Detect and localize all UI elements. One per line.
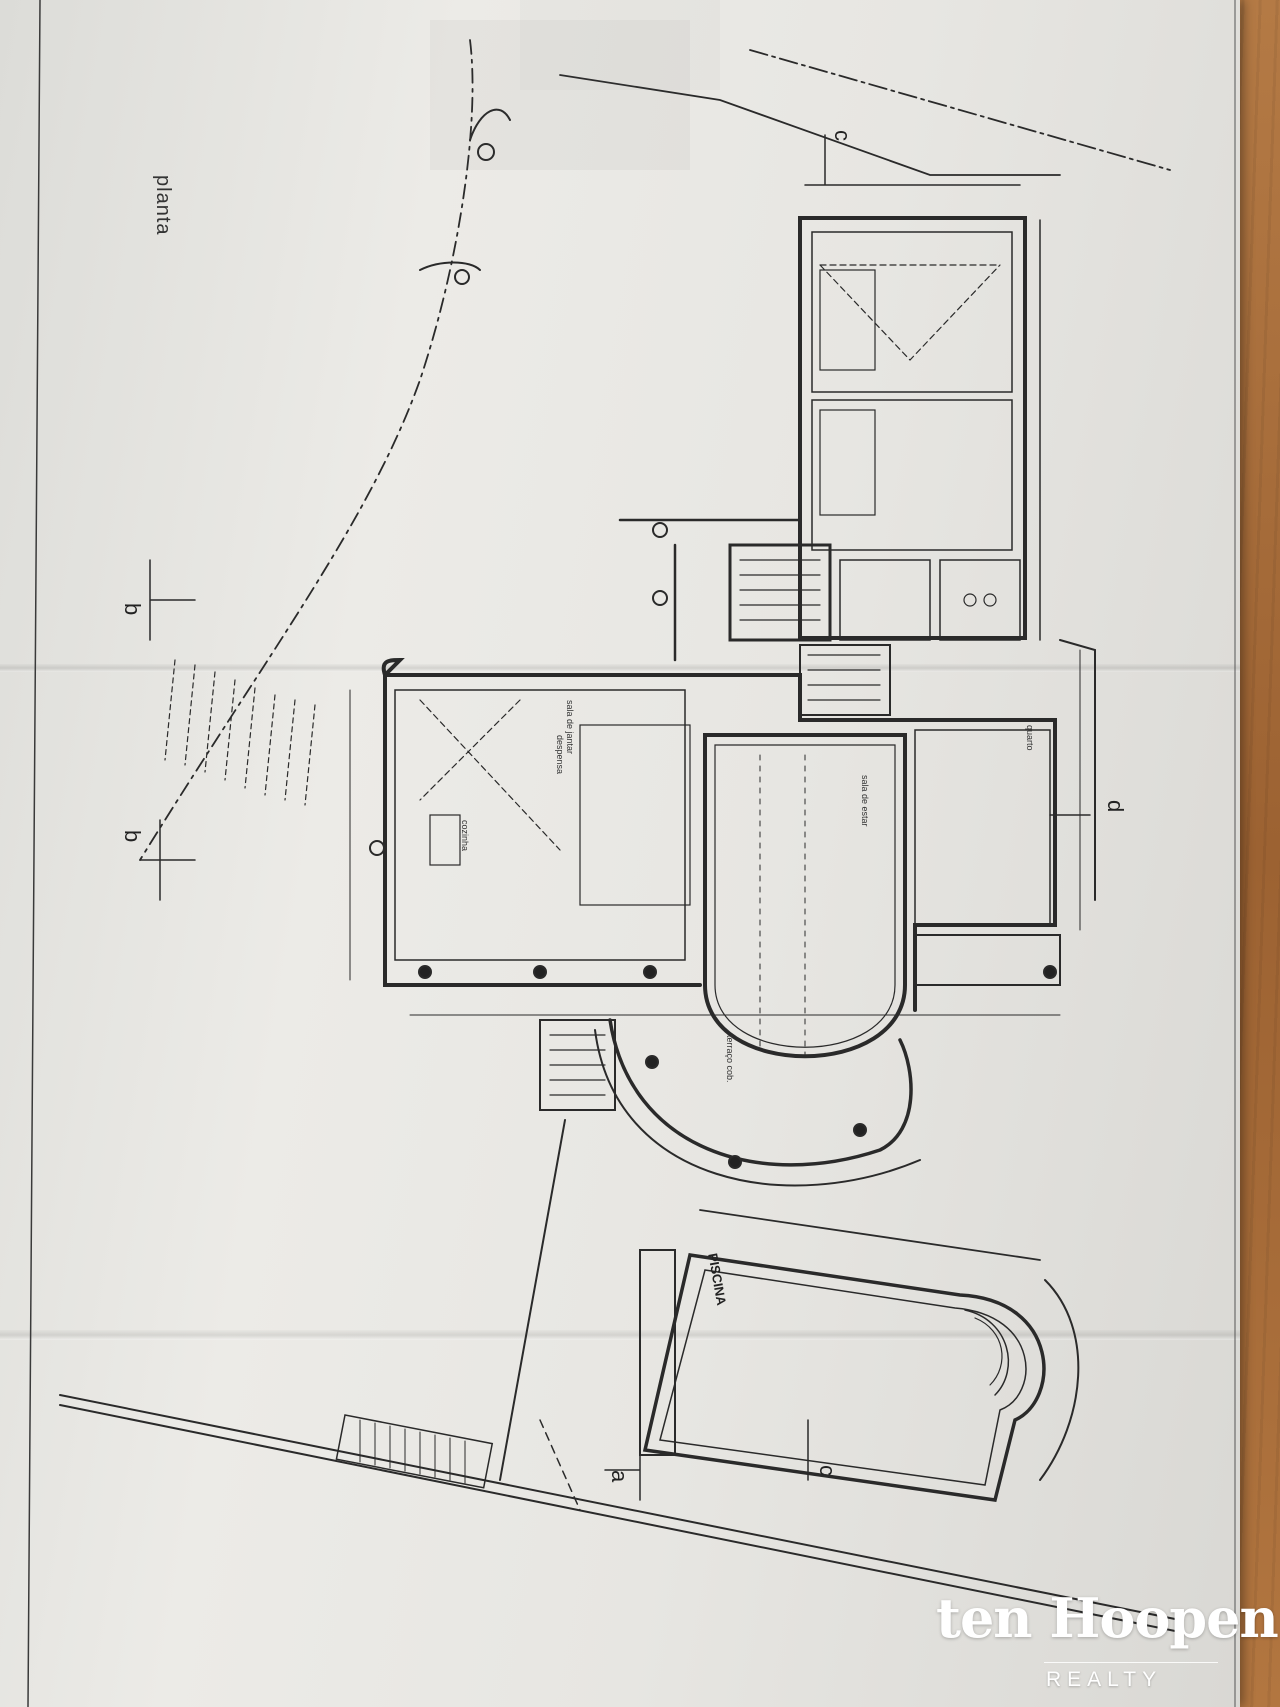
garden-path: [499, 1119, 566, 1481]
terrace-arc-outer: [594, 1029, 921, 1187]
room-label: sala de jantar: [565, 700, 575, 755]
pool-surround-wall: [1039, 1279, 1080, 1481]
entry-gate-steps: [335, 1414, 494, 1489]
section-marker-b: [139, 819, 196, 901]
sheet-border-left: [27, 0, 41, 1707]
bed-1: [819, 269, 876, 371]
tree-symbol: [477, 143, 495, 161]
boundary-wall-outer: [59, 1394, 1181, 1621]
pool-outline: [642, 1253, 1046, 1502]
tree-symbol: [652, 590, 668, 606]
site-contour-hatching: [164, 659, 316, 806]
brand-watermark: ten Hoopen: [936, 1586, 1279, 1650]
brand-divider: [1044, 1662, 1218, 1663]
brand-watermark-sub: REALTY: [1046, 1668, 1163, 1691]
room-label: terraço cob.: [725, 1035, 735, 1083]
pool-steps: [974, 1317, 1003, 1386]
washbasin: [983, 593, 997, 607]
plan-title: planta: [152, 175, 174, 236]
service-wall: [618, 518, 802, 662]
bed-2: [819, 409, 876, 516]
pool-steps: [964, 1309, 1010, 1396]
column: [1043, 965, 1057, 979]
column: [533, 965, 547, 979]
kitchen-roof-lines: [419, 699, 561, 851]
entrance-steps: [539, 1019, 616, 1111]
room-label: despensa: [555, 735, 565, 775]
gate-swing: [539, 1419, 581, 1511]
main-house-wall-left: [381, 657, 702, 987]
property-boundary-curve: [139, 39, 474, 861]
cooktop: [429, 814, 461, 866]
tree-symbol: [454, 269, 470, 285]
bathroom-1: [839, 559, 931, 641]
pool-deck: [639, 1249, 676, 1456]
section-label-c: c: [815, 1465, 840, 1476]
column: [418, 965, 432, 979]
section-label-c: c: [830, 130, 855, 141]
paper-fold-line: [0, 664, 1240, 672]
floor-plan-drawing: [27, 0, 1236, 1707]
bedroom-1: [811, 231, 1013, 393]
tree-symbol: [369, 840, 385, 856]
bedroom-2: [811, 399, 1013, 551]
living-room-inner: [714, 744, 896, 1048]
section-marker-a: [604, 1439, 641, 1501]
column: [853, 1123, 867, 1137]
boundary-wall-inner: [59, 1404, 1181, 1633]
gate-step-treads: [359, 1419, 466, 1484]
pool-inner: [659, 1269, 1027, 1486]
section-label-d: d: [1103, 800, 1128, 813]
road-edge-line: [749, 49, 1171, 171]
section-marker-b: [149, 559, 196, 641]
stair-treads: [739, 559, 821, 621]
tree-arc: [419, 261, 481, 271]
dining-area: [579, 724, 691, 906]
floor-plan-sheet: [0, 0, 1240, 1707]
bedroom-wing-outline: [798, 216, 1027, 640]
column: [645, 1055, 659, 1069]
roof-hip-lines: [819, 264, 1001, 361]
living-room-apse: [703, 733, 907, 1059]
bathroom-2: [939, 559, 1021, 641]
bedroom-3: [914, 729, 1051, 926]
room-label: quarto: [1025, 725, 1035, 751]
section-label-b: b: [120, 603, 145, 616]
tree-symbol: [652, 522, 668, 538]
stair-block: [728, 543, 832, 642]
section-label-b: b: [120, 830, 145, 843]
core-stair-treads: [807, 654, 881, 701]
column: [643, 965, 657, 979]
terrace-step: [914, 934, 1061, 986]
terrace-arc-inner: [608, 1018, 913, 1167]
section-marker-c: [804, 134, 1021, 186]
photocopy-noise: [430, 20, 690, 170]
terrace-rail: [1059, 639, 1096, 901]
axis-lines: [759, 754, 806, 1061]
step-treads: [549, 1034, 606, 1096]
paper-fold-line-lower: [0, 1330, 1240, 1340]
kitchen-dining-block: [394, 689, 686, 961]
pool-terrace-edge: [699, 1209, 1041, 1261]
section-label-a: a: [607, 1470, 632, 1483]
washbasin: [963, 593, 977, 607]
column: [728, 1155, 742, 1169]
room-label: cozinha: [460, 820, 470, 852]
room-label: sala de estar: [860, 775, 870, 827]
tree-arc: [469, 108, 511, 141]
